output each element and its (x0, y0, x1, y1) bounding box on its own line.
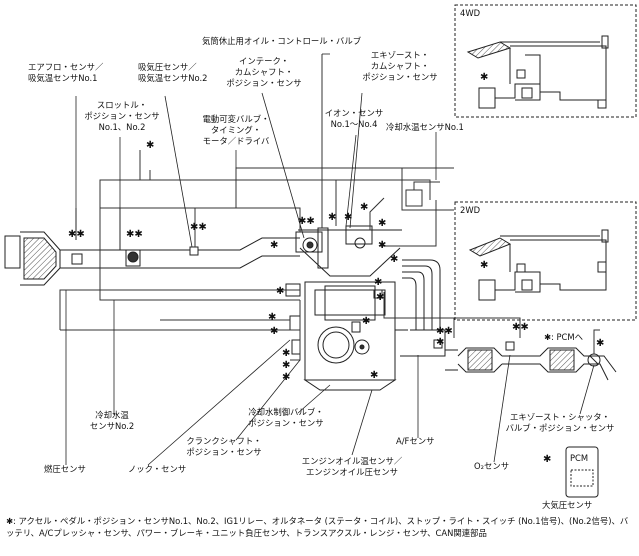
pcm-marker-double: ✱✱ (298, 216, 315, 227)
pcm-marker: ✱ (146, 140, 154, 151)
pcm-marker: ✱ (480, 260, 488, 271)
label-o2-sensor: O₂センサ (474, 461, 510, 471)
pcm-marker: ✱ (370, 370, 378, 381)
pcm-marker: ✱ (282, 348, 290, 359)
label-cylinder-deactivation-valve: 気筒休止用オイル・コントロール・バルブ (202, 36, 362, 46)
label-crankshaft-sensor: クランクシャフト・ポジション・センサ (186, 436, 262, 457)
pcm-marker-double: ✱✱ (126, 229, 143, 240)
pcm-marker: ✱ (268, 312, 276, 323)
pcm-marker: ✱ (282, 372, 290, 383)
pcm-marker: ✱ (376, 292, 384, 303)
pcm-marker: ✱ (282, 360, 290, 371)
pcm-marker: ✱ (596, 338, 604, 349)
label-electric-vtc-motor: 電動可変バルブ・タイミング・モータ／ドライバ (202, 114, 270, 146)
inset-2wd-frame (454, 201, 637, 321)
inset-4wd-drawing (466, 35, 609, 109)
label-pcm: PCM (570, 453, 589, 463)
pcm-marker: ✱ (480, 72, 488, 83)
inset-4wd-frame (454, 4, 637, 118)
pcm-marker: ✱ (374, 277, 382, 288)
label-airflow-sensor: エアフロ・センサ／吸気温センサNo.1 (28, 62, 104, 83)
footnote: ✱: アクセル・ペダル・ポジション・センサNo.1、No.2、IG1リレー、オル… (6, 516, 629, 538)
pcm-marker-double: ✱✱ (436, 326, 453, 337)
inset-2wd-drawing (468, 229, 609, 301)
pcm-marker-double: ✱✱ (190, 222, 207, 233)
pcm-marker: ✱ (436, 337, 444, 348)
label-fuel-pressure-sensor: 燃圧センサ (44, 464, 86, 474)
intake-duct (4, 231, 300, 286)
label-knock-sensor: ノック・センサ (128, 464, 187, 474)
exhaust-manifold (394, 259, 446, 357)
pcm-marker: ✱ (344, 212, 352, 223)
label-barometric-sensor: 大気圧センサ (542, 500, 593, 510)
pcm-marker: ✱ (543, 454, 551, 465)
label-map-sensor: 吸気圧センサ／吸気温センサNo.2 (138, 62, 208, 83)
pcm-marker: ✱ (390, 254, 398, 265)
label-oil-temp-pressure-sensor: エンジンオイル温センサ／エンジンオイル圧センサ (301, 456, 403, 477)
pcm-marker: ✱ (328, 212, 336, 223)
label-exhaust-cam-sensor: エキゾースト・カムシャフト・ポジション・センサ (362, 50, 438, 82)
pcm-marker: ✱ (378, 218, 386, 229)
pcm-marker-double: ✱✱ (512, 322, 529, 333)
pcm-marker: ✱ (276, 286, 284, 297)
engine-block (285, 225, 402, 391)
pcm-marker: ✱ (270, 240, 278, 251)
label-coolant-control-valve: 冷却水制御バルブ・ポジション・センサ (248, 407, 324, 428)
pcm-marker: ✱ (378, 240, 386, 251)
leader-lines (65, 53, 595, 466)
pcm-marker-double: ✱✱ (68, 229, 85, 240)
exhaust-pipe (433, 339, 617, 381)
pcm-marker: ✱ (360, 202, 368, 213)
inset-4wd-title: 4WD (460, 8, 481, 18)
label-af-sensor: A/Fセンサ (396, 436, 435, 446)
pcm-marker: ✱ (362, 316, 370, 327)
label-coolant-temp-sensor-1: 冷却水温センサNo.1 (386, 122, 464, 132)
label-coolant-temp-sensor-2: 冷却水温センサNo.2 (89, 410, 135, 431)
pcm-box (565, 446, 599, 498)
pcm-markers: ✱✱ ✱✱ ✱✱ ✱ ✱✱ ✱ ✱ ✱ ✱ ✱ ✱ ✱ ✱ ✱ ✱ ✱ ✱ ✱ … (68, 72, 604, 465)
label-intake-cam-sensor: インテーク・カムシャフト・ポジション・センサ (226, 56, 302, 88)
label-exhaust-shutter-sensor: エキゾースト・シャッタ・バルブ・ポジション・センサ (505, 412, 615, 433)
label-pcm-note: ✱: PCMへ (544, 332, 584, 342)
inset-2wd-title: 2WD (460, 205, 481, 215)
pcm-marker: ✱ (270, 326, 278, 337)
